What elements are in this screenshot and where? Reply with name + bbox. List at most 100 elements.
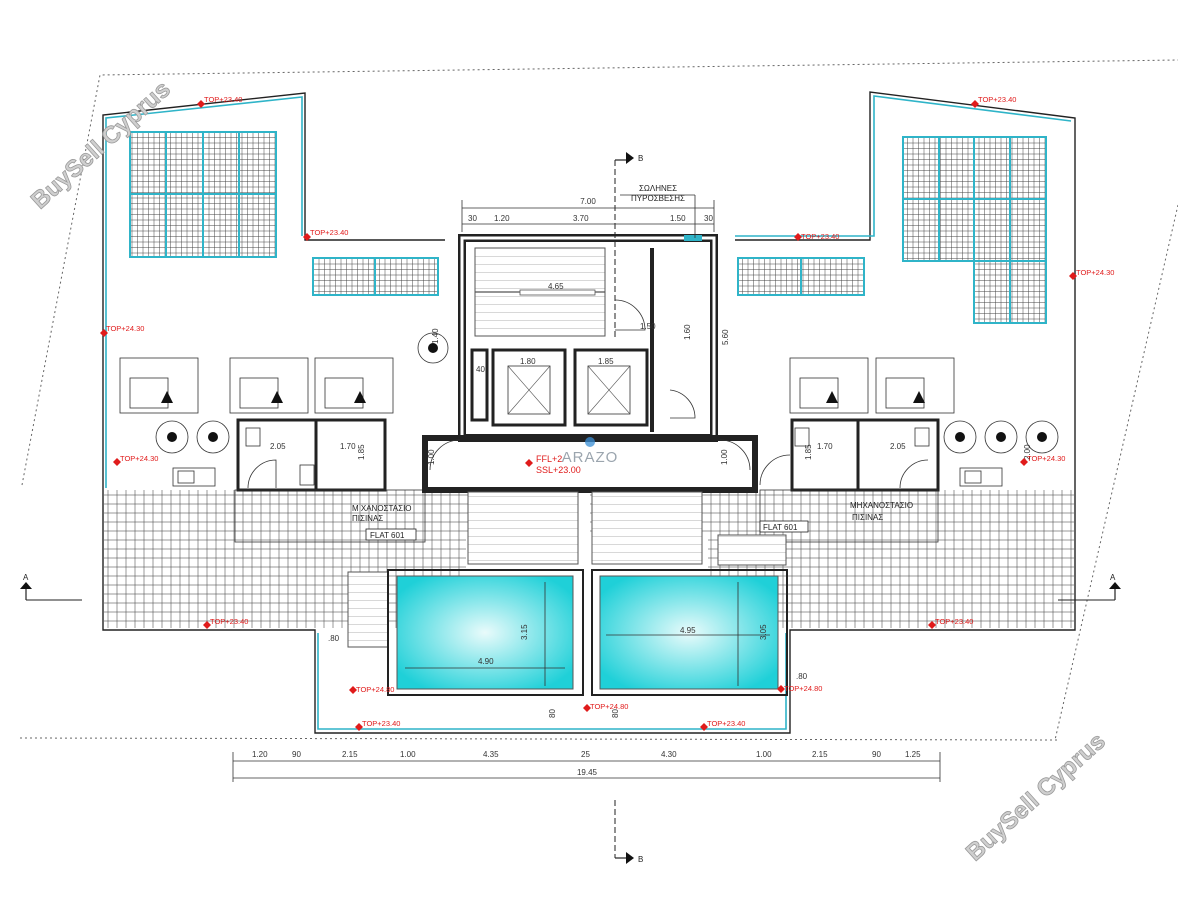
svg-text:TOP+24.80: TOP+24.80 [356,685,394,694]
section-marker-b-bottom: B [614,800,643,864]
dim-pool-6: 80 [548,709,557,718]
solar-panels-top-right [902,136,1047,324]
dim-bottom-5: 25 [581,750,590,759]
dim-bottom-total: 19.45 [577,768,598,777]
dim-bottom-4: 4.35 [483,750,499,759]
level-marker: TOP+23.40 [928,617,973,629]
fire-pipes-label-1: ΣΩΛΗΝΕΣ [639,184,677,193]
dim-bottom-6: 4.30 [661,750,677,759]
level-marker: TOP+24.30 [1020,454,1065,466]
sinks [172,467,1003,487]
level-marker: TOP+23.40 [203,617,248,629]
dim-top-total: 7.00 [580,197,596,206]
dim-room-5: 1.85 [804,444,813,460]
level-marker: TOP+23.40 [355,719,400,731]
machine-room-right-label-1: ΜΗΧΑΝΟΣΤΑΣΙΟ [850,501,913,510]
plot-boundary [19,59,1178,741]
dim-bottom-2: 2.15 [342,750,358,759]
dim-room-6: 2.00 [1023,444,1032,460]
dim-room-7: 1.00 [427,449,436,465]
pool-right [591,569,788,696]
dim-room-8: 1.00 [720,449,729,465]
level-marker: TOP+24.30 [113,454,158,466]
svg-text:TOP+23.40: TOP+23.40 [362,719,400,728]
dim-core-5: 5.60 [721,329,730,345]
level-marker-ffl: FFL+2 SSL+23.00 [525,454,581,475]
dim-top-3: 1.50 [670,214,686,223]
roof-outline [102,91,1076,734]
dim-top-4: 30 [704,214,713,223]
interior-dimensions: 4.65 1.50 1.80 1.85 40 5.60 1.40 1.60 2.… [270,282,1032,718]
dim-pool-0: 4.90 [478,657,494,666]
dim-pool-2: 4.95 [680,626,696,635]
section-marker-a-left: A [20,573,82,601]
section-a-label-right: A [1110,573,1116,582]
svg-text:TOP+24.80: TOP+24.80 [590,702,628,711]
machine-room-left [234,418,426,543]
dim-room-2: 1.70 [817,442,833,451]
fan-units [155,332,1059,454]
fire-pipes-label-2: ΠΥΡΟΣΒΕΣΗΣ [631,194,685,203]
ssl-label: SSL+23.00 [536,465,581,475]
dim-core-1: 1.50 [640,322,656,331]
section-a-label-left: A [23,573,29,582]
flat-right-label: FLAT 601 [763,523,798,532]
ffl-label: FFL+2 [536,454,562,464]
dim-core-6: 1.40 [431,328,440,344]
solar-panels-mid-right [737,257,865,296]
level-marker: TOP+24.80 [777,684,822,693]
dim-core-3: 1.85 [598,357,614,366]
section-b-label-top: B [638,154,643,163]
lower-stairs [347,491,787,648]
dim-core-4: 40 [476,365,485,374]
arazo-logo: ARAZO [562,437,617,466]
level-marker: TOP+23.40 [303,228,348,241]
machine-room-right-label-2: ΠΙΣΙΝΑΣ [852,513,883,522]
level-markers: TOP+23.40 TOP+23.40 TOP+23.40 TOP+23.40 … [100,95,1114,731]
svg-text:TOP+24.30: TOP+24.30 [106,324,144,333]
dim-core-2: 1.80 [520,357,536,366]
watermark-bottom-right: BuySell Cyprus [961,728,1111,867]
dim-bottom-10: 1.25 [905,750,921,759]
level-marker: TOP+24.80 [583,702,628,712]
dim-pool-3: 3.05 [759,624,768,640]
dim-pool-7: 80 [611,709,620,718]
dim-bottom-9: 90 [872,750,881,759]
svg-text:TOP+23.40: TOP+23.40 [935,617,973,626]
dim-bottom-7: 1.00 [756,750,772,759]
svg-text:TOP+23.40: TOP+23.40 [801,232,839,241]
dimension-chain-bottom: 1.20 90 2.15 1.00 4.35 25 4.30 1.00 2.15… [232,750,941,782]
roof-units-right [789,357,955,414]
dim-room-4: 1.85 [357,444,366,460]
svg-text:TOP+23.40: TOP+23.40 [310,228,348,237]
section-marker-b-top: B [614,152,643,340]
dim-top-1: 1.20 [494,214,510,223]
section-b-label-bottom: B [638,855,643,864]
dim-room-1: 1.70 [340,442,356,451]
terrace-tiles [104,490,1074,628]
roof-units-left [119,357,394,414]
level-marker: TOP+23.40 [971,95,1016,108]
svg-text:TOP+23.40: TOP+23.40 [978,95,1016,104]
flat-left-label: FLAT 601 [370,531,405,540]
dim-bottom-0: 1.20 [252,750,268,759]
section-marker-a-right: A [1058,573,1121,601]
svg-text:TOP+23.40: TOP+23.40 [210,617,248,626]
dim-top-2: 3.70 [573,214,589,223]
level-marker: TOP+23.40 [794,232,839,241]
dim-bottom-8: 2.15 [812,750,828,759]
solar-panels-top-left [129,131,277,258]
solar-panels-mid-left [312,257,439,296]
dim-core-0: 4.65 [548,282,564,291]
dim-pool-5: .80 [796,672,808,681]
svg-text:TOP+23.40: TOP+23.40 [204,95,242,104]
level-marker: TOP+23.40 [700,719,745,731]
svg-text:TOP+24.30: TOP+24.30 [120,454,158,463]
dim-room-3: 2.05 [890,442,906,451]
svg-text:TOP+24.80: TOP+24.80 [784,684,822,693]
svg-text:TOP+23.40: TOP+23.40 [707,719,745,728]
level-marker: TOP+24.80 [349,685,394,694]
pool-left [387,569,584,696]
dim-pool-1: 3.15 [520,624,529,640]
level-marker: TOP+23.40 [197,95,242,108]
